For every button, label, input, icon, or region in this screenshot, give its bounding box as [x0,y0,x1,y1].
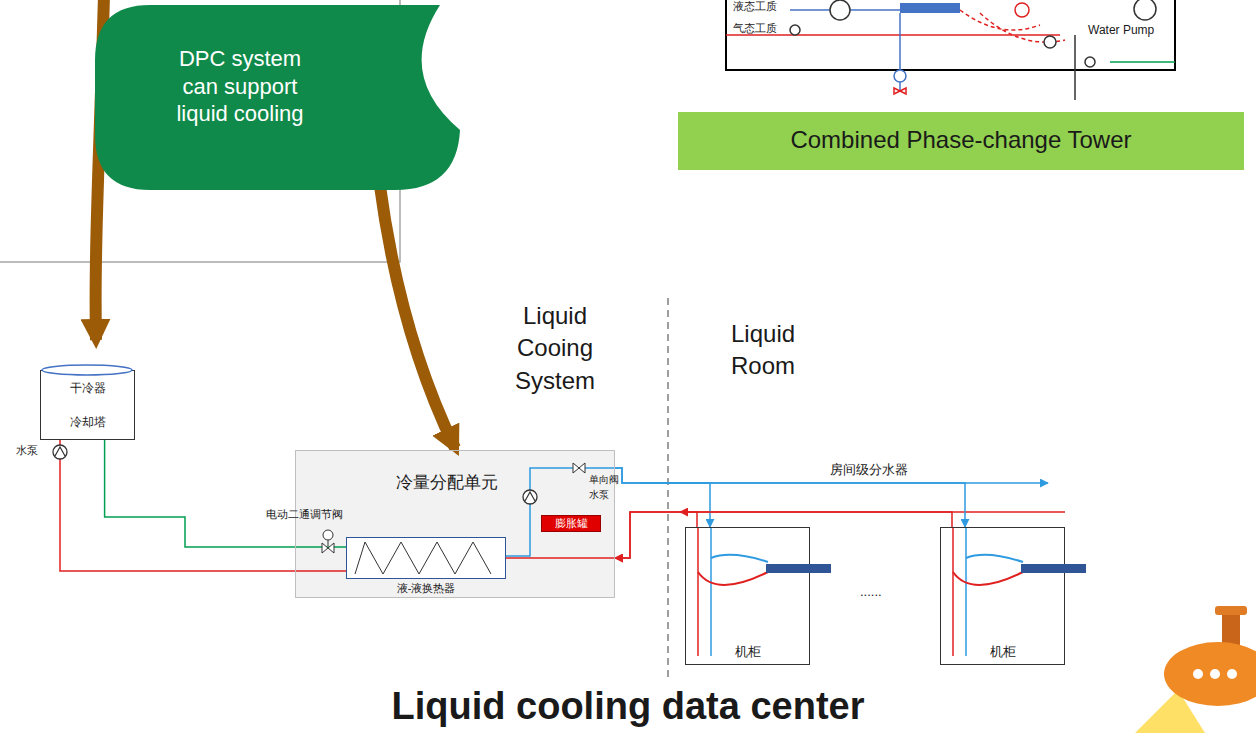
annotation-label: 气态工质 [733,22,777,35]
connector [380,184,455,448]
rack-box: 机柜 [940,527,1065,665]
annotation-label: 电动二通调节阀 [266,508,343,521]
rack-supply [710,528,712,656]
return-hose [953,572,1023,585]
cold-plate [941,528,1091,664]
annotation-label: 房间级分水器 [830,462,908,478]
cold-plate [686,528,836,664]
node-text: 冷量分配单元 [396,473,498,493]
supply-hose [711,555,768,562]
annotation-label: 水泵 [16,444,38,457]
zone-divider [667,298,669,680]
rack-box: 机柜 [685,527,810,665]
annotation-label: ...... [860,584,882,600]
tower-schematic [726,0,1175,100]
node-text: 机柜 [941,644,1064,660]
annotation-label: Liquid Room [731,318,826,383]
supply-hose [966,555,1023,562]
node-text: 冷却塔 [41,415,134,429]
diagram-title: Liquid cooling data center [0,684,1256,730]
heat-exchanger: 液-液换热器 [346,537,506,579]
annotation-label: Water Pump [1088,23,1154,37]
tower-schematic-box [726,0,1175,70]
connector [105,440,346,547]
node-text: 干冷器 [41,381,134,395]
fan-ellipse [42,365,132,375]
zigzag [355,542,491,574]
node-text: DPC system can support liquid cooling [165,45,315,128]
pump-symbol [53,445,67,459]
rack-supply [965,528,967,656]
fan-symbol [40,364,135,376]
connector [60,440,346,571]
connector [615,468,965,527]
expansion-tank: 膨胀罐 [541,515,601,532]
cdu-box: 冷量分配单元液-液换热器 膨胀罐 [295,450,615,598]
node-text: 膨胀罐 [542,517,600,530]
dry-cooler-box: 干冷器冷却塔 [40,370,135,440]
cold-plate-bar [766,564,831,573]
cdu-return-pipe [505,557,615,559]
exchanger-plates [347,538,505,578]
annotation-label: 单向阀 [589,474,619,486]
annotation-label: 液态工质 [733,0,777,13]
check-valve-symbol [573,463,585,473]
bubble-outline [95,5,460,190]
pump-symbol [523,490,537,504]
rack-return [952,528,954,656]
annotation-label: 水泵 [589,489,609,501]
return-hose [698,572,768,585]
valve-symbol [322,530,334,553]
title-band: Combined Phase-change Tower [678,112,1244,170]
rack-return [697,528,699,656]
mascot-icon [1135,606,1256,733]
node-text: 机柜 [686,644,809,660]
cold-plate-bar [1021,564,1086,573]
node-text: Combined Phase-change Tower [678,126,1244,155]
callout-bubble: DPC system can support liquid cooling [95,5,460,190]
cdu-ground [295,450,615,598]
node-text: 液-液换热器 [347,582,505,595]
annotation-label: Liquid Cooing System [494,300,616,397]
